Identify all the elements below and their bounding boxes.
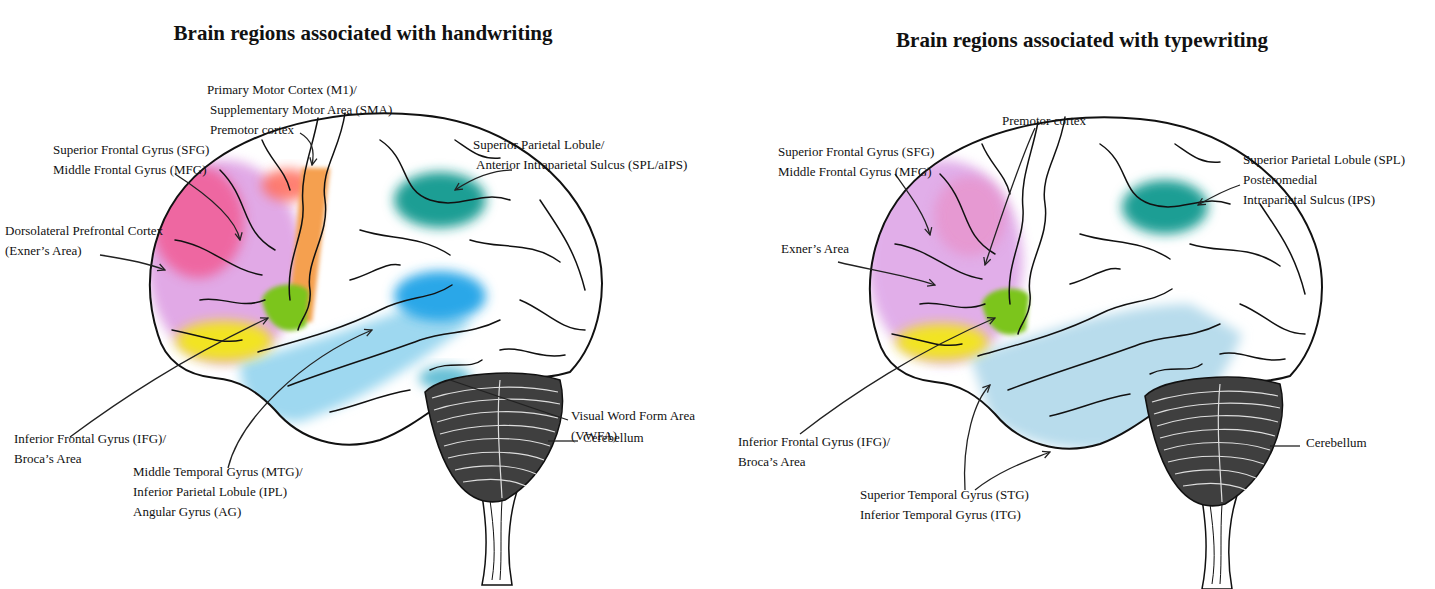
region-label: Middle Temporal Gyrus (MTG)/ Inferior Pa… (133, 462, 303, 522)
region-label: Cerebellum (583, 428, 644, 448)
label-line: Brain regions associated with typewritin… (896, 27, 1268, 53)
label-line: Intraparietal Sulcus (IPS) (1243, 190, 1405, 210)
region-label: Superior Temporal Gyrus (STG) Inferior T… (860, 485, 1029, 525)
label-line: Middle Frontal Gyrus (MFG) (778, 162, 934, 182)
label-line: Anterior Intraparietal Sulcus (SPL/aIPS) (473, 155, 687, 175)
region-label: Superior Frontal Gyrus (SFG) Middle Fron… (53, 140, 209, 180)
label-line: Cerebellum (583, 428, 644, 448)
leader-lines (70, 128, 1300, 490)
region-label: Dorsolateral Prefrontal Cortex (Exner’s … (5, 221, 163, 261)
region-label: Inferior Frontal Gyrus (IFG)/ Broca’s Ar… (738, 432, 890, 472)
region-label: Cerebellum (1306, 433, 1367, 453)
label-line: Superior Frontal Gyrus (SFG) (53, 140, 209, 160)
label-line: Inferior Frontal Gyrus (IFG)/ (738, 432, 890, 452)
panel-title: Brain regions associated with typewritin… (896, 27, 1268, 53)
activation-regions (147, 160, 486, 422)
region-label: Superior Frontal Gyrus (SFG) Middle Fron… (778, 142, 934, 182)
label-line: Superior Frontal Gyrus (SFG) (778, 142, 934, 162)
label-line: Inferior Parietal Lobule (IPL) (133, 482, 303, 502)
label-line: Superior Parietal Lobule/ (473, 135, 687, 155)
region-label: Superior Parietal Lobule (SPL) Posterome… (1243, 150, 1405, 210)
label-line: Superior Temporal Gyrus (STG) (860, 485, 1029, 505)
label-line: Cerebellum (1306, 433, 1367, 453)
label-line: Middle Frontal Gyrus (MFG) (53, 160, 209, 180)
label-line: Brain regions associated with handwritin… (174, 20, 553, 46)
label-line: Exner’s Area (781, 239, 849, 259)
region-label: Primary Motor Cortex (M1)/ Supplementary… (207, 80, 392, 140)
label-line: Premotor cortex (1002, 111, 1086, 131)
label-line: Dorsolateral Prefrontal Cortex (5, 221, 163, 241)
label-line: Inferior Temporal Gyrus (ITG) (860, 505, 1029, 525)
label-line: Superior Parietal Lobule (SPL) (1243, 150, 1405, 170)
label-line: Visual Word Form Area (571, 406, 695, 426)
label-line: Supplementary Motor Area (SMA) (207, 100, 392, 120)
label-line: Premotor cortex (207, 120, 392, 140)
region-label: Premotor cortex (1002, 111, 1086, 131)
label-line: Inferior Frontal Gyrus (IFG)/ (14, 429, 166, 449)
label-line: Primary Motor Cortex (M1)/ (207, 80, 392, 100)
region-label: Inferior Frontal Gyrus (IFG)/ Broca’s Ar… (14, 429, 166, 469)
label-line: Angular Gyrus (AG) (133, 502, 303, 522)
region-label: Superior Parietal Lobule/ Anterior Intra… (473, 135, 687, 175)
label-line: Middle Temporal Gyrus (MTG)/ (133, 462, 303, 482)
label-line: Broca’s Area (738, 452, 890, 472)
label-line: Posteromedial (1243, 170, 1405, 190)
label-line: (Exner’s Area) (5, 241, 163, 261)
panel-title: Brain regions associated with handwritin… (174, 20, 553, 46)
region-label: Exner’s Area (781, 239, 849, 259)
